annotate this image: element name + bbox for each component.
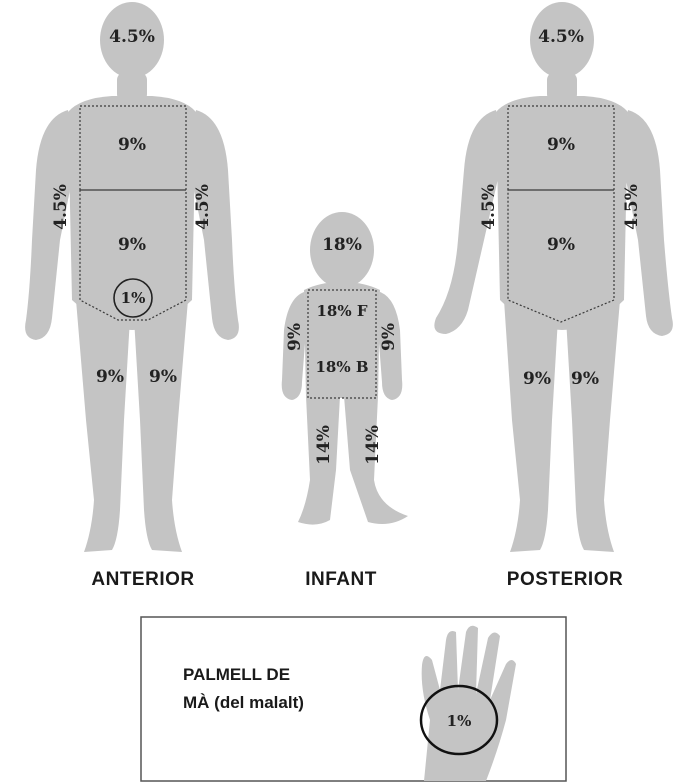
posterior-head-label: 4.5% [538,27,584,47]
posterior-left-leg-shape [504,300,558,552]
posterior-caption: POSTERIOR [507,569,623,590]
anterior-figure [25,2,239,552]
posterior-left-arm-label: 4.5% [479,184,499,230]
posterior-torso-shape [496,96,628,330]
anterior-abdomen-label: 9% [118,235,146,255]
anterior-left-arm-label: 4.5% [51,184,71,230]
posterior-figure [434,2,673,552]
palm-value-label: 1% [447,712,472,730]
infant-trunk-front-label: 18% F [317,302,368,320]
anterior-chest-label: 9% [118,135,146,155]
posterior-lower-back-label: 9% [547,235,575,255]
anterior-right-leg-shape [134,300,188,552]
infant-head-label: 18% [322,235,362,255]
anterior-right-arm-label: 4.5% [193,184,213,230]
palm-box: PALMELL DE MÀ (del malalt) 1% [141,617,566,781]
infant-left-arm-label: 9% [285,323,305,351]
anterior-left-leg-shape [76,300,130,552]
infant-trunk-back-label: 18% B [315,358,368,376]
infant-right-arm-label: 9% [379,323,399,351]
posterior-left-leg-label: 9% [523,369,551,389]
infant-caption: INFANT [305,569,377,590]
posterior-upper-back-label: 9% [547,135,575,155]
anterior-genital-label: 1% [121,289,146,307]
infant-torso-shape [304,282,380,398]
posterior-right-arm-label: 4.5% [622,184,642,230]
infant-left-leg-label: 14% [314,425,334,465]
palm-box-title-line1: PALMELL DE [183,665,290,684]
infant-right-leg-label: 14% [363,425,383,465]
palm-box-title-line2: MÀ (del malalt) [183,693,304,712]
anterior-right-leg-label: 9% [149,367,177,387]
anterior-caption: ANTERIOR [91,569,194,590]
posterior-right-leg-shape [566,300,620,552]
posterior-right-leg-label: 9% [571,369,599,389]
anterior-head-label: 4.5% [109,27,155,47]
anterior-left-leg-label: 9% [96,367,124,387]
